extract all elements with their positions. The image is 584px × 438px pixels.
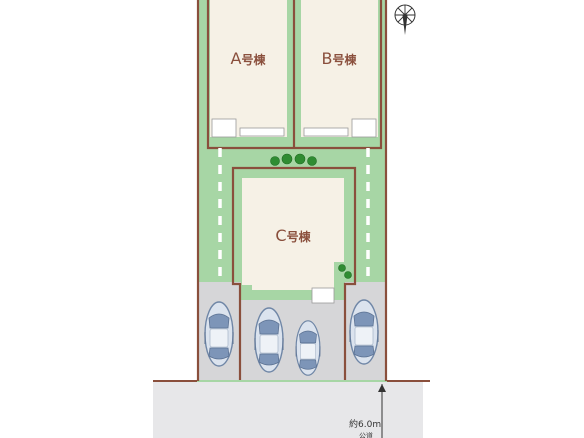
building-c-porch [311,287,335,304]
tree-icon [270,153,352,279]
building-a-terrace [239,127,285,137]
building-c [242,178,344,290]
lot-boundaries [196,0,388,381]
road-width-label: 約6.0m [349,418,381,430]
road-width-arrow [378,384,386,438]
walkway-dashes [218,148,370,282]
building-a [210,0,287,137]
building-a-label: A号棟 [231,49,267,68]
building-a-porch [211,118,237,138]
compass-icon [394,4,416,35]
road-type-label: 公道 [359,431,373,438]
building-b [301,0,378,137]
building-c-label: C号棟 [275,226,311,245]
building-b-terrace [303,127,349,137]
public-road [153,382,423,438]
building-b-porch [351,118,377,138]
parking-area [199,282,385,380]
building-b-label: B号棟 [322,49,358,68]
